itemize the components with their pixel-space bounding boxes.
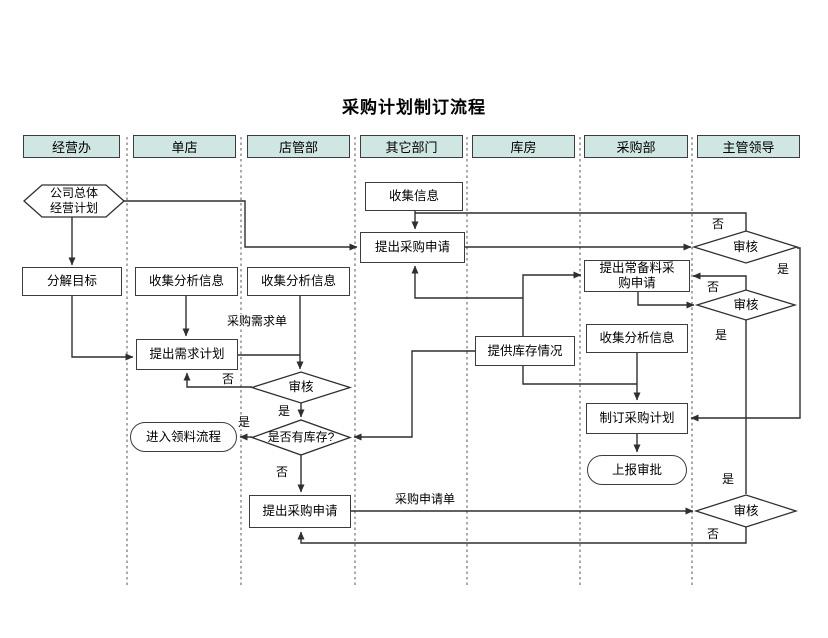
diamond-shape-has-stock: [250, 419, 352, 456]
edge-audits-yes-to-makeplan: [690, 247, 801, 422]
lane-header-caigoubu: 采购部: [584, 135, 688, 158]
node-purchase-request-other: 提出采购申请: [360, 232, 465, 263]
diamond-shape-audit-dept: [249, 371, 353, 404]
edge-label-yes-audit-mid: 是: [714, 328, 729, 342]
diamond-shape-audit-bottom: [693, 494, 799, 528]
node-audit-top: 审核: [732, 239, 758, 254]
node-regular-purchase-request-line2: 购申请: [618, 276, 656, 290]
node-purchase-request-dept: 提出采购申请: [249, 495, 351, 528]
node-picking-flow: 进入领料流程: [130, 422, 237, 452]
edge-label-no-audit-bottom: 否: [706, 527, 721, 541]
node-audit-dept: 审核: [288, 380, 314, 394]
node-stock-status: 提供库存情况: [475, 336, 575, 366]
edge-label-no-audit-top: 否: [711, 217, 726, 231]
lane-header-zhuguanlingdao: 主管领导: [697, 135, 800, 158]
edge-label-yes-audit-dept: 是: [277, 404, 292, 418]
lane-header-dianguanbu: 店管部: [247, 135, 350, 158]
node-collect-analyze-store: 收集分析信息: [135, 267, 238, 296]
node-submit-approval: 上报审批: [587, 455, 687, 485]
edge-label-no-audit-mid: 否: [706, 280, 721, 294]
node-make-purchase-plan: 制订采购计划: [586, 403, 688, 434]
edge-label-no-has-stock: 否: [275, 465, 290, 479]
node-decompose-goal: 分解目标: [22, 267, 122, 296]
lane-header-jingyingban: 经营办: [23, 135, 120, 158]
node-company-plan: 公司总体 经营计划: [24, 185, 124, 217]
page-title: 采购计划制订流程: [342, 98, 486, 117]
node-demand-plan: 提出需求计划: [136, 339, 238, 370]
edge-label-request-doc: 采购申请单: [394, 492, 457, 506]
node-regular-purchase-request-line1: 提出常备料采: [599, 261, 675, 275]
edge-auditdept-no-return: [183, 372, 252, 388]
node-audit-mid: 审核: [733, 297, 759, 312]
node-collect-analyze-purchasing: 收集分析信息: [586, 324, 688, 353]
node-company-plan-line2: 经营计划: [49, 201, 98, 215]
edge-stockstatus-to-makeplan-join: [522, 366, 637, 385]
edge-regularrequest-to-auditmid: [637, 292, 695, 309]
edge-companyplan-to-requestother: [124, 200, 358, 251]
node-company-plan-line1: 公司总体: [49, 186, 98, 200]
diamond-shape-audit-mid: [694, 289, 798, 321]
edge-label-demand-doc: 采购需求单: [226, 314, 289, 328]
edge-audittop-no-return: [415, 212, 747, 231]
edge-label-no-audit-dept: 否: [221, 372, 236, 386]
lane-header-qitabumen: 其它部门: [360, 135, 463, 158]
edge-auditbottom-no-return: [297, 527, 747, 544]
connectors: [68, 200, 801, 544]
diamond-shape-audit-top: [691, 230, 800, 264]
lane-header-kufang: 库房: [472, 135, 575, 158]
edge-label-yes-audit-top: 是: [776, 262, 791, 276]
edge-stockstatus-to-regularrequest: [522, 271, 582, 336]
node-audit-bottom: 审核: [733, 503, 759, 518]
node-regular-purchase-request: 提出常备料采 购申请: [584, 260, 690, 292]
node-shapes: [23, 184, 800, 528]
edge-auditmid-no-return: [692, 272, 747, 290]
node-has-stock: 是否有库存?: [267, 430, 335, 444]
edge-stockstatus-to-hasstock: [353, 350, 475, 441]
edge-label-yes-audit-bottom: 是: [721, 472, 736, 486]
lane-header-dandian: 单店: [133, 135, 236, 158]
edge-stockstatus-to-requestother: [411, 265, 523, 299]
node-collect-analyze-dept: 收集分析信息: [247, 267, 350, 296]
edge-decompose-to-demandplan: [71, 296, 134, 361]
node-collect-info: 收集信息: [365, 182, 463, 211]
hexagon-shape-company-plan: [23, 184, 125, 218]
edge-label-yes-has-stock: 是: [237, 415, 252, 429]
